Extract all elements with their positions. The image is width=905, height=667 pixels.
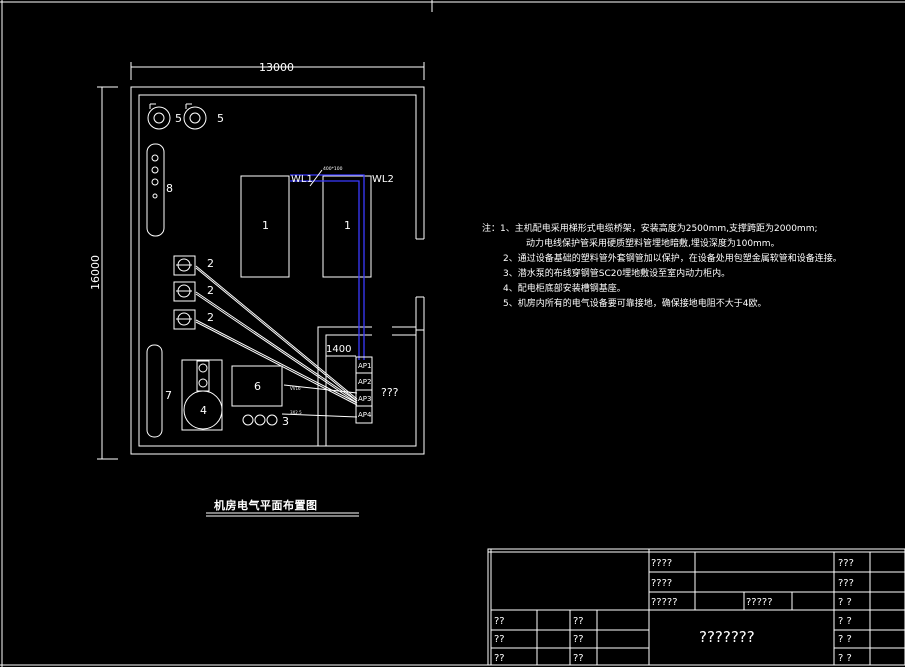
equipment-6-cabinet: [231, 365, 283, 407]
tb-r2c4: ???: [838, 578, 854, 589]
equipment-7-tank: [146, 344, 163, 438]
tb-r1c4: ???: [838, 558, 854, 569]
note-3: 3、潜水泵的布线穿钢管SC20埋地敷设至室内动力柜内。: [503, 269, 731, 279]
tray-leader: [309, 169, 323, 187]
room-walls: [130, 86, 425, 455]
note-1: 注：1、主机配电采用梯形式电缆桥架，安装高度为2500mm,支撑跨距为2000m…: [482, 224, 818, 234]
note-2: 2、通过设备基础的塑料管外套钢管加以保护，在设备处用包塑金属软管和设备连接。: [503, 254, 842, 264]
tb-l3a: ??: [494, 653, 505, 664]
equipment-3-devices: [242, 414, 278, 426]
feeder-cables: [195, 265, 358, 418]
drawing-title: 机房电气平面布置图: [214, 499, 318, 512]
equipment-4-label: 4: [200, 404, 207, 417]
equipment-2a-label: 2: [207, 257, 214, 270]
tb-r3c4: ? ?: [838, 597, 852, 608]
tb-l1b: ??: [573, 616, 584, 627]
tb-l2a: ??: [494, 634, 505, 645]
equipment-5-tanks: [147, 103, 207, 130]
panel-ap1-label: AP1: [358, 362, 371, 370]
wl2-label: WL2: [372, 174, 394, 185]
dimension-height-label: 16000: [89, 255, 102, 290]
tb-l1a: ??: [494, 616, 505, 627]
tb-r4c4: ? ?: [838, 616, 852, 627]
panel-ap3-label: AP3: [358, 395, 371, 403]
cable-mark-6: VV16: [290, 386, 301, 391]
equipment-1a-label: 1: [262, 219, 269, 232]
distribution-panels: [355, 356, 373, 424]
tb-l3b: ??: [573, 653, 584, 664]
tb-r2c2: ????: [651, 578, 672, 589]
design-notes: 注：1、主机配电采用梯形式电缆桥架，安装高度为2500mm,支撑跨距为2000m…: [482, 222, 892, 312]
equipment-1b-label: 1: [344, 219, 351, 232]
equipment-8-unit: [146, 143, 165, 237]
tb-r5c4: ? ?: [838, 634, 852, 645]
equipment-2-pumps: [173, 255, 196, 330]
equipment-8-label: 8: [166, 182, 173, 195]
equipment-1-units: [240, 175, 372, 278]
tb-r1c2: ????: [651, 558, 672, 569]
tb-l2b: ??: [573, 634, 584, 645]
tb-r3c2: ?????: [651, 597, 678, 608]
tb-r3c3: ?????: [746, 597, 773, 608]
cable-tray: [290, 174, 365, 360]
dimension-1400-label: 1400: [326, 344, 351, 355]
note-1-continued: 动力电线保护管采用硬质塑料管埋地暗敷,埋设深度为100mm。: [526, 239, 780, 249]
dimension-width-label: 13000: [259, 61, 294, 74]
cable-mark-3: 3X2.5: [290, 410, 302, 415]
tb-r6c4: ? ?: [838, 653, 852, 664]
equipment-2c-label: 2: [207, 311, 214, 324]
equipment-6-label: 6: [254, 380, 261, 393]
equipment-5a-label: 5: [175, 112, 182, 125]
panel-group-label: ???: [381, 386, 399, 399]
wl1-label: WL1: [291, 174, 313, 185]
equipment-3-label: 3: [282, 415, 289, 428]
tray-size-label: 400*100: [323, 166, 343, 172]
equipment-7-label: 7: [165, 389, 172, 402]
note-4: 4、配电柜底部安装槽钢基座。: [503, 284, 626, 294]
dimension-width: [130, 62, 425, 80]
title-underline: [206, 512, 359, 517]
equipment-2b-label: 2: [207, 284, 214, 297]
dimension-height: [97, 86, 118, 460]
title-block-grid: [487, 548, 905, 666]
equipment-4-unit: [181, 359, 223, 431]
panel-ap4-label: AP4: [358, 411, 372, 419]
note-5: 5、机房内所有的电气设备要可靠接地，确保接地电阻不大于4欧。: [503, 299, 767, 309]
equipment-5b-label: 5: [217, 112, 224, 125]
tb-drawing-name: ???????: [699, 628, 755, 646]
panel-ap2-label: AP2: [358, 378, 371, 386]
